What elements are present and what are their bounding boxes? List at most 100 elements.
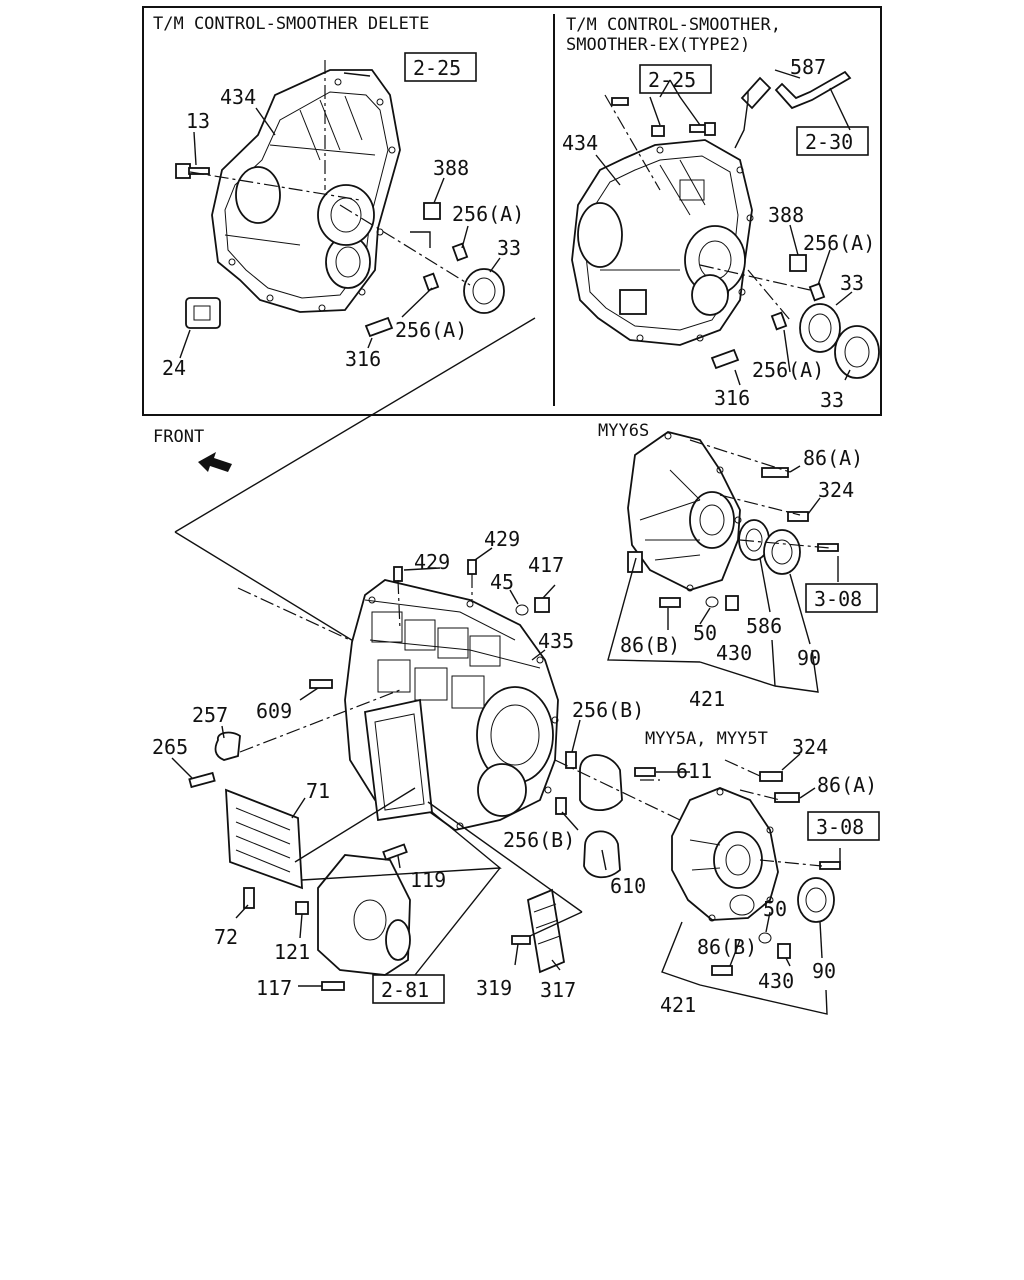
- label-324-lower: 324: [792, 735, 828, 759]
- top-variant-frame: [142, 6, 882, 416]
- label-435: 435: [538, 629, 574, 653]
- variant-label-myy5a-myy5t: MYY5A, MYY5T: [645, 729, 768, 749]
- ref-2-81[interactable]: 2-81: [381, 978, 429, 1002]
- label-609: 609: [256, 699, 292, 723]
- label-50-lower: 50: [763, 897, 787, 921]
- transmission-case-435: [344, 579, 559, 831]
- label-265: 265: [152, 735, 188, 759]
- ref-3-08-upper[interactable]: 3-08: [814, 587, 862, 611]
- nut-121-icon: [295, 901, 309, 915]
- ref-box-3-08-lower[interactable]: [807, 811, 880, 841]
- oil-seal-33-right-upper-icon: [799, 303, 841, 353]
- plate-316-right-icon: [710, 348, 740, 370]
- variant-label-myy6s: MYY6S: [598, 421, 649, 441]
- label-119: 119: [410, 868, 446, 892]
- plug-430-icon: [725, 595, 739, 611]
- bolt-265-icon: [188, 771, 216, 789]
- right-panel-title-line1: T/M CONTROL-SMOOTHER,: [566, 15, 781, 35]
- label-586: 586: [746, 614, 782, 638]
- cover-24-icon: [185, 297, 221, 329]
- bolt-86b-icon: [659, 597, 681, 608]
- label-316-left: 316: [345, 347, 381, 371]
- stud-3-08-lower-icon: [819, 861, 841, 870]
- label-317: 317: [540, 978, 576, 1002]
- label-429-left: 429: [414, 550, 450, 574]
- plate-316-icon: [364, 316, 394, 338]
- label-324-upper: 324: [818, 478, 854, 502]
- label-316-right: 316: [714, 386, 750, 410]
- washer-50-lower-icon: [758, 932, 772, 944]
- label-256a-lower-right: 256(A): [752, 358, 824, 382]
- label-33-right-upper: 33: [840, 271, 864, 295]
- label-86a-upper: 86(A): [803, 446, 863, 470]
- bolt-86b-lower-icon: [711, 965, 733, 976]
- ref-box-2-25-right[interactable]: [639, 64, 712, 94]
- ref-2-30[interactable]: 2-30: [805, 130, 853, 154]
- oil-seal-33-icon: [463, 268, 505, 314]
- seal-90-icon: [763, 529, 801, 575]
- bolt-324-icon: [787, 511, 809, 522]
- ref-box-3-08-upper[interactable]: [805, 583, 878, 613]
- bolt-319-icon: [511, 935, 531, 945]
- plug-417-icon: [534, 597, 550, 613]
- pin-256a-right-icon: [770, 311, 788, 331]
- label-50-upper: 50: [693, 621, 717, 645]
- dowel-429-icon: [467, 559, 477, 575]
- bolt-609-icon: [309, 679, 333, 689]
- pto-unit-2-81: [317, 854, 411, 976]
- cover-71-icon: [225, 788, 303, 890]
- bolt-13-icon: [175, 163, 210, 179]
- ref-2-25-left[interactable]: 2-25: [413, 56, 461, 80]
- bolt-324-lower-icon: [759, 771, 783, 782]
- label-256a-upper-right: 256(A): [803, 231, 875, 255]
- label-257: 257: [192, 703, 228, 727]
- label-13: 13: [186, 109, 210, 133]
- label-421-lower: 421: [660, 993, 696, 1017]
- clutch-housing-left: [211, 69, 401, 313]
- bolt-117-icon: [321, 981, 345, 991]
- label-388-left: 388: [433, 156, 469, 180]
- label-33-left: 33: [497, 236, 521, 260]
- bolt-86a-lower-icon: [774, 792, 800, 803]
- pin-256b-icon: [555, 797, 567, 815]
- ref-box-2-81[interactable]: [372, 974, 445, 1004]
- dowel-429-icon: [393, 566, 403, 582]
- label-45: 45: [490, 570, 514, 594]
- bushing-388-right-icon: [789, 254, 807, 272]
- ref-3-08-lower[interactable]: 3-08: [816, 815, 864, 839]
- stud-119-icon: [382, 843, 408, 861]
- ref-box-2-30[interactable]: [796, 126, 869, 156]
- pin-256a-right-icon: [808, 282, 826, 302]
- label-256a-lower-left: 256(A): [395, 318, 467, 342]
- label-86b-lower: 86(B): [697, 935, 757, 959]
- label-434-left: 434: [220, 85, 256, 109]
- rear-cover-421-myy5a: [671, 787, 779, 922]
- label-24: 24: [162, 356, 186, 380]
- label-388-right: 388: [768, 203, 804, 227]
- bolt-611-icon: [634, 767, 656, 777]
- right-panel-title-line2: SMOOTHER-EX(TYPE2): [566, 35, 750, 55]
- ref-2-25-right[interactable]: 2-25: [648, 68, 696, 92]
- bolt-2-25-icons: [611, 97, 716, 137]
- label-417: 417: [528, 553, 564, 577]
- label-430-lower: 430: [758, 969, 794, 993]
- label-434-right: 434: [562, 131, 598, 155]
- label-117: 117: [256, 976, 292, 1000]
- ref-box-2-25-left[interactable]: [404, 52, 477, 82]
- oil-seal-33-right-lower-icon: [834, 325, 880, 379]
- label-71: 71: [306, 779, 330, 803]
- label-86b-upper: 86(B): [620, 633, 680, 657]
- label-72: 72: [214, 925, 238, 949]
- bushing-388-icon: [423, 202, 441, 220]
- cover-317-icon: [526, 888, 566, 974]
- bolt-72-icon: [243, 887, 255, 909]
- label-90-lower: 90: [812, 959, 836, 983]
- label-421-upper: 421: [689, 687, 725, 711]
- clip-257-icon: [214, 731, 241, 761]
- seal-90-lower-icon: [797, 877, 835, 923]
- label-256b-lower: 256(B): [503, 828, 575, 852]
- front-arrow-icon: [198, 452, 232, 472]
- pin-256a-icon: [451, 242, 469, 262]
- o-ring-45-icon: [515, 604, 529, 616]
